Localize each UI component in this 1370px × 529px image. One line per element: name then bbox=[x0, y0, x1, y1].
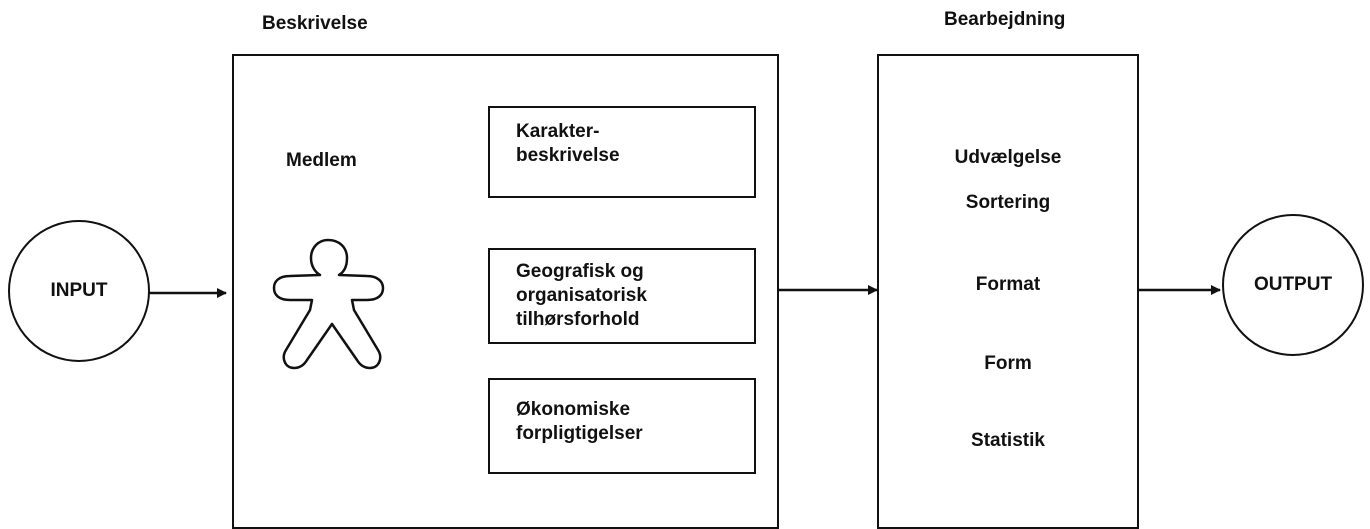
bearbejdning-panel bbox=[877, 54, 1139, 529]
bearbejdning-item-sortering: Sortering bbox=[965, 192, 1051, 213]
geografisk-line-3: tilhørsforhold bbox=[516, 309, 640, 330]
bearbejdning-item-statistik: Statistik bbox=[971, 430, 1045, 451]
okonomiske-box: Økonomiske forpligtigelser bbox=[488, 378, 756, 474]
geografisk-line-1: Geografisk og bbox=[516, 261, 644, 282]
karakter-box: Karakter- beskrivelse bbox=[488, 106, 756, 198]
okonomiske-line-1: Økonomiske bbox=[516, 399, 631, 420]
input-label: INPUT bbox=[50, 280, 108, 301]
bearbejdning-item-format: Format bbox=[975, 274, 1041, 295]
okonomiske-line-2: forpligtigelser bbox=[516, 423, 643, 444]
bearbejdning-title: Bearbejdning bbox=[944, 9, 1066, 30]
geografisk-line-2: organisatorisk bbox=[516, 285, 647, 306]
input-circle: INPUT bbox=[8, 220, 150, 362]
karakter-line-2: beskrivelse bbox=[516, 145, 620, 166]
geografisk-box: Geografisk og organisatorisk tilhørsforh… bbox=[488, 248, 756, 344]
karakter-line-1: Karakter- bbox=[516, 121, 600, 142]
beskrivelse-title: Beskrivelse bbox=[262, 13, 368, 34]
medlem-label: Medlem bbox=[286, 150, 357, 171]
bearbejdning-item-form: Form bbox=[984, 353, 1032, 374]
bearbejdning-item-udvaelgelse: Udvælgelse bbox=[954, 147, 1062, 168]
output-circle: OUTPUT bbox=[1222, 214, 1364, 356]
output-label: OUTPUT bbox=[1253, 274, 1333, 295]
